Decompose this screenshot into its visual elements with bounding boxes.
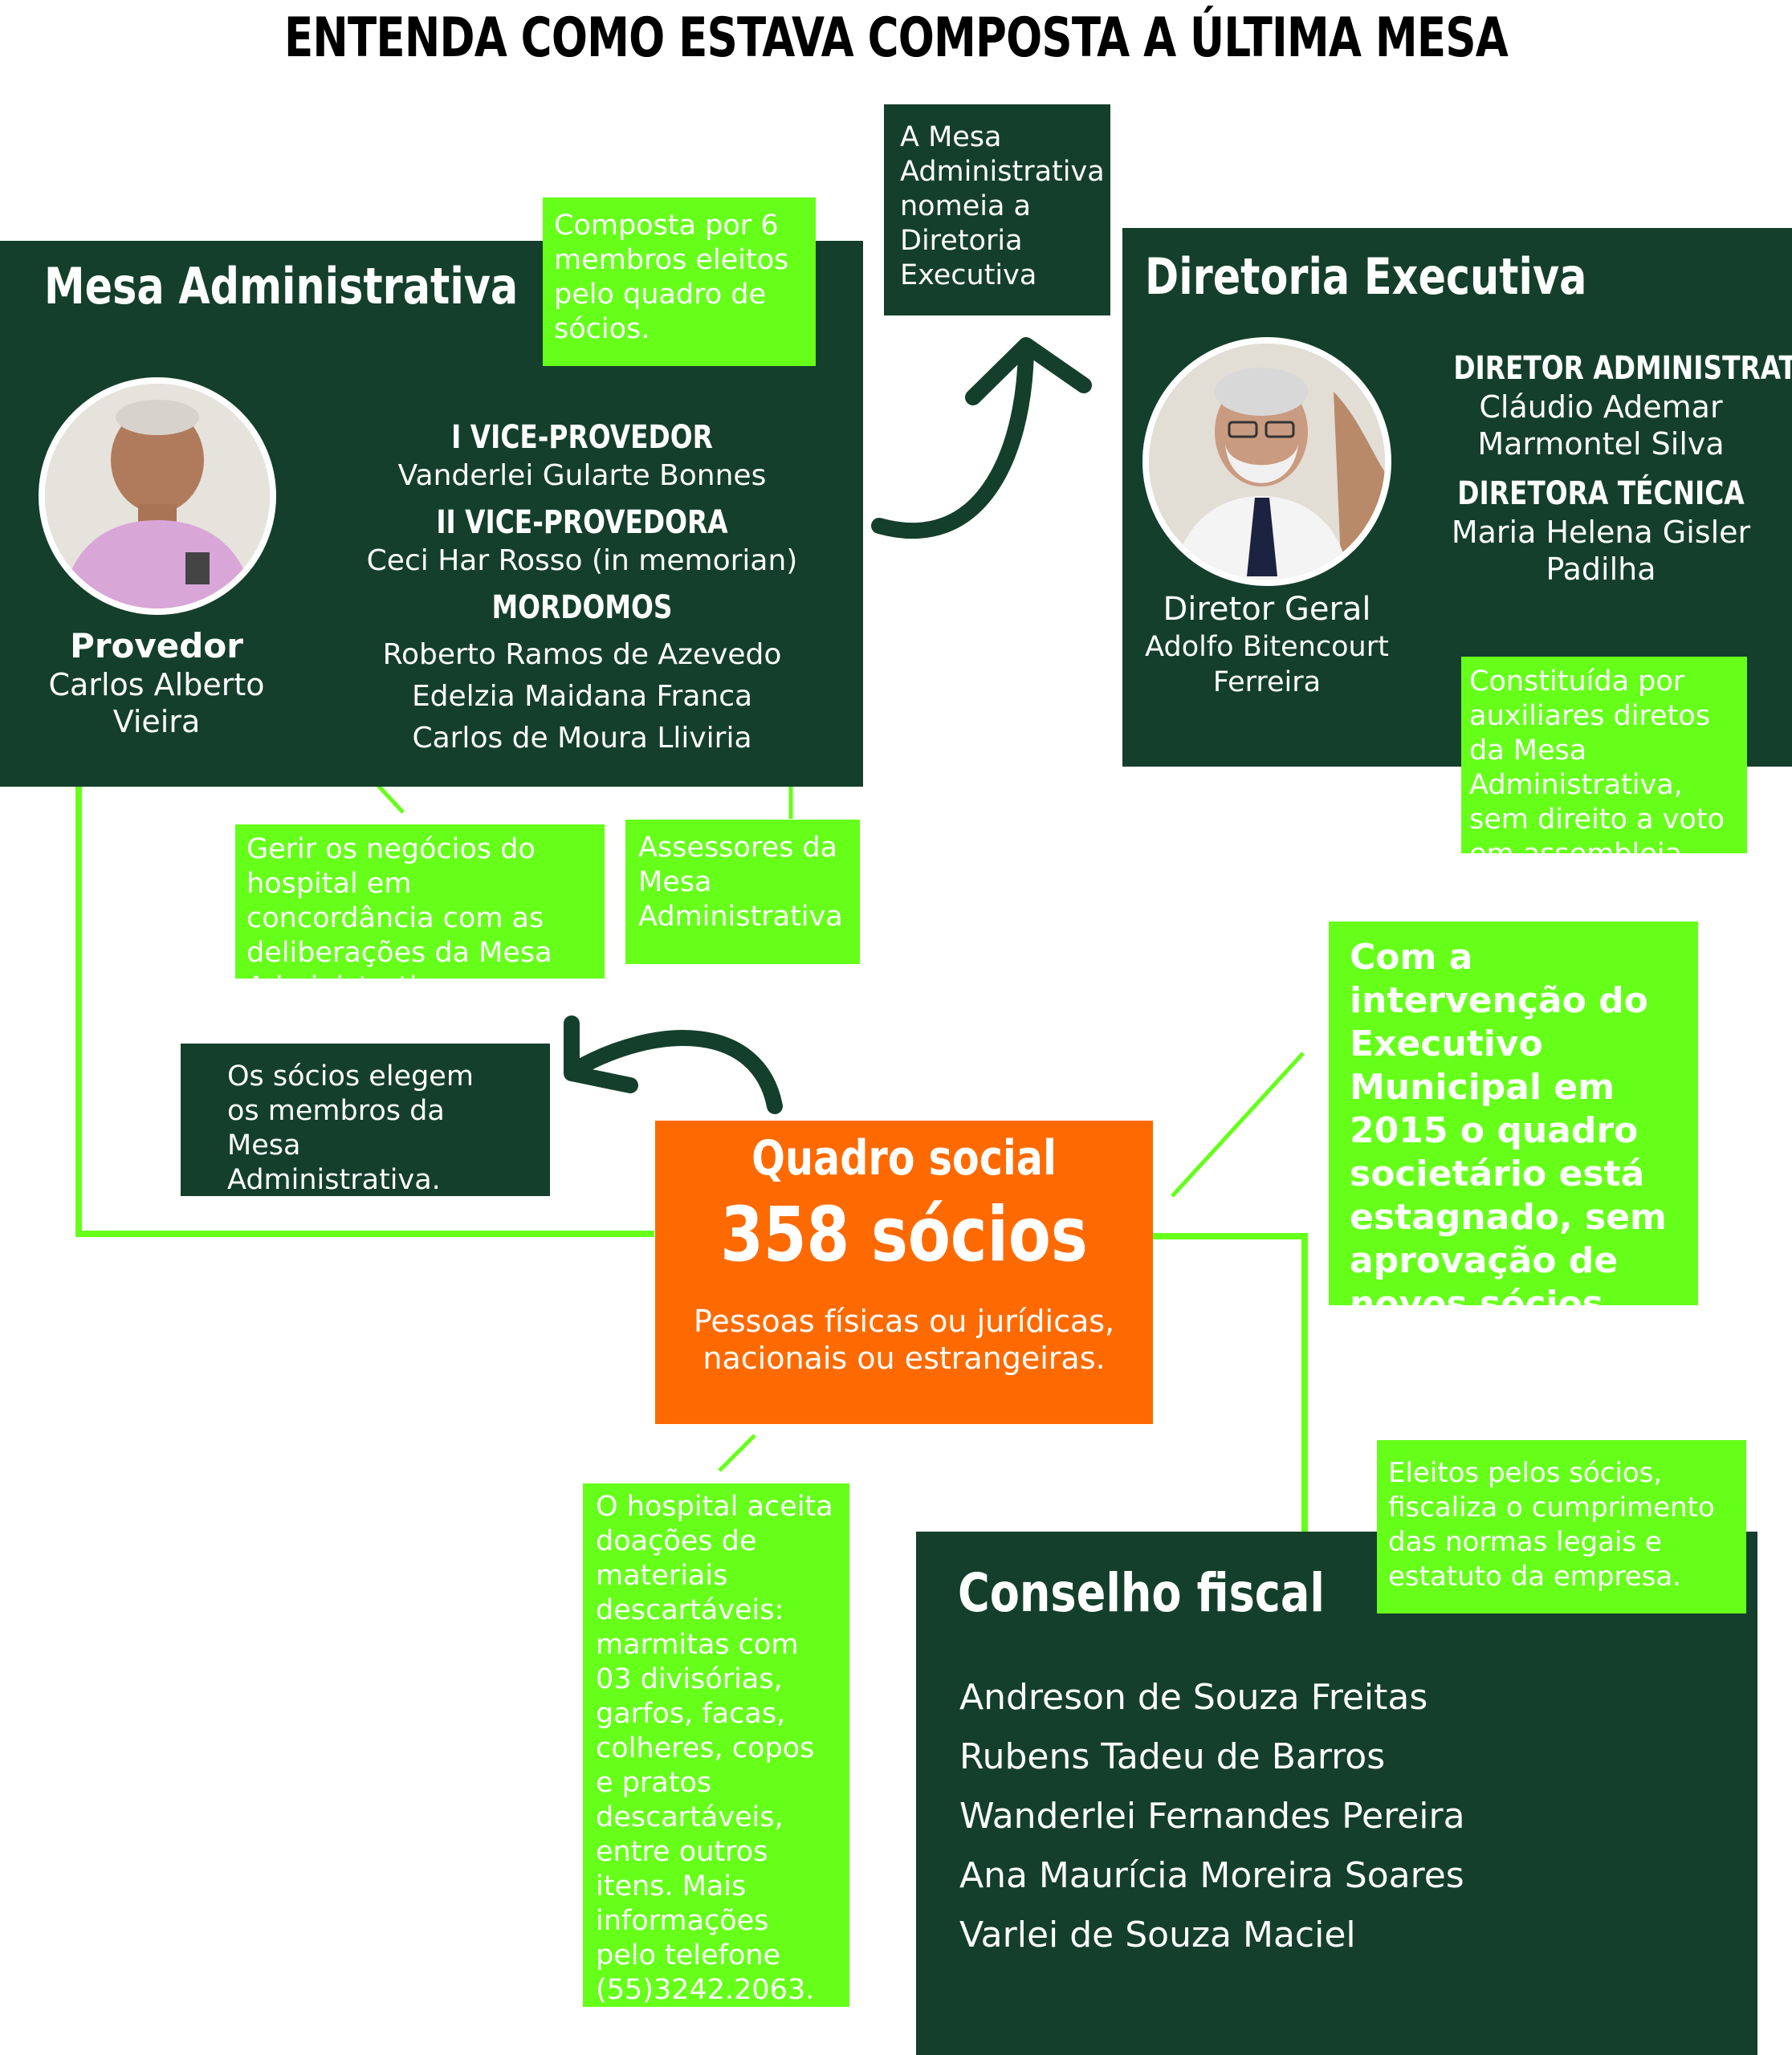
conselho-member: Varlei de Souza Maciel bbox=[959, 1915, 1356, 1955]
intervencao-note: Com a intervenção do Executivo Municipal… bbox=[1329, 922, 1698, 1325]
quadro-title: Quadro social bbox=[751, 1130, 1057, 1186]
mordomo-name: Roberto Ramos de Azevedo bbox=[382, 638, 782, 671]
conselho-title: Conselho fiscal bbox=[958, 1562, 1325, 1624]
diretora-tecnica-name: Maria Helena Gisler Padilha bbox=[1451, 515, 1751, 587]
diretoria-members-block: DIRETOR ADMINISTRATIVO Cláudio Ademar Ma… bbox=[1421, 348, 1792, 588]
quadro-count: 358 sócios bbox=[720, 1191, 1088, 1279]
mesa-members-block: I VICE-PROVEDOR Vanderlei Gularte Bonnes… bbox=[337, 417, 827, 759]
conselho-member: Rubens Tadeu de Barros bbox=[959, 1736, 1386, 1777]
provedor-photo bbox=[39, 377, 276, 615]
conselho-member: Wanderlei Fernandes Pereira bbox=[959, 1796, 1465, 1837]
connector-quadro-conselho bbox=[1152, 1233, 1308, 1532]
provedor-role: Provedor bbox=[70, 626, 243, 665]
provedor-block: Provedor Carlos Alberto Vieira bbox=[16, 626, 297, 740]
diretor-geral-block: Diretor Geral Adolfo Bitencourt Ferreira bbox=[1130, 589, 1403, 700]
mesa-composition-note: Composta por 6 membros eleitos pelo quad… bbox=[543, 197, 816, 366]
diretor-portrait-icon bbox=[1149, 344, 1385, 580]
arrow-head-socios bbox=[564, 1015, 638, 1093]
diretora-tecnica-role: DIRETORA TÉCNICA bbox=[1457, 475, 1745, 512]
quadro-social-panel: Quadro social 358 sócios Pessoas físicas… bbox=[655, 1121, 1153, 1424]
mordomo-name: Carlos de Moura Lliviria bbox=[412, 722, 752, 755]
socios-note: Os sócios elegem os membros da Mesa Admi… bbox=[181, 1044, 550, 1196]
mesa-title: Mesa Administrativa bbox=[44, 257, 519, 315]
diretoria-title: Diretoria Executiva bbox=[1145, 247, 1587, 306]
quadro-description: Pessoas físicas ou jurídicas, nacionais … bbox=[693, 1304, 1115, 1376]
conselho-members-list: Andreson de Souza Freitas Rubens Tadeu d… bbox=[959, 1668, 1465, 1965]
diretor-admin-name: Cláudio Ademar Marmontel Silva bbox=[1477, 389, 1725, 462]
arrow-head-diretoria bbox=[965, 337, 1092, 405]
vice1-role: I VICE-PROVEDOR bbox=[451, 419, 713, 456]
mesa-administrativa-panel: Mesa Administrativa Provedor Carlos Albe… bbox=[0, 241, 863, 787]
conselho-note: Eleitos pelos sócios, fiscaliza o cumpri… bbox=[1377, 1440, 1746, 1613]
connector-mesa-quadro bbox=[75, 787, 654, 1237]
connector-doacao-note bbox=[718, 1434, 756, 1472]
provedor-portrait-icon bbox=[45, 384, 270, 608]
mordomo-name: Edelzia Maidana Franca bbox=[411, 680, 753, 713]
diretoria-note: Constituída por auxiliares diretos da Me… bbox=[1461, 657, 1747, 870]
diretor-geral-name: Adolfo Bitencourt Ferreira bbox=[1145, 631, 1389, 698]
conselho-member: Ana Maurícia Moreira Soares bbox=[959, 1855, 1464, 1896]
page-title: ENTENDA COMO ESTAVA COMPOSTA A ÚLTIMA ME… bbox=[283, 6, 1509, 70]
nomeia-note: A Mesa Administrativa nomeia a Diretoria… bbox=[884, 104, 1110, 315]
connector-intervencao-note bbox=[1171, 1052, 1305, 1198]
diretor-geral-photo bbox=[1142, 337, 1391, 586]
doacao-note: O hospital aceita doações de materiais d… bbox=[583, 1483, 849, 2007]
conselho-member: Andreson de Souza Freitas bbox=[959, 1677, 1428, 1718]
arrow-quadro-to-socios bbox=[564, 1030, 783, 1114]
mordomos-role: MORDOMOS bbox=[491, 589, 673, 626]
arrow-mesa-to-diretoria bbox=[871, 344, 1034, 539]
conselho-fiscal-panel: Conselho fiscal Andreson de Souza Freita… bbox=[916, 1532, 1757, 2055]
provedor-name: Carlos Alberto Vieira bbox=[48, 667, 265, 739]
diretor-geral-role: Diretor Geral bbox=[1163, 591, 1371, 628]
vice2-name: Ceci Har Rosso (in memorian) bbox=[366, 544, 798, 577]
provedor-note: Gerir os negócios do hospital em concord… bbox=[235, 824, 605, 1003]
diretor-admin-role: DIRETOR ADMINISTRATIVO bbox=[1453, 350, 1792, 387]
mordomos-note: Assessores da Mesa Administrativa bbox=[625, 820, 860, 964]
vice2-role: II VICE-PROVEDORA bbox=[436, 504, 728, 541]
vice1-name: Vanderlei Gularte Bonnes bbox=[397, 459, 767, 492]
